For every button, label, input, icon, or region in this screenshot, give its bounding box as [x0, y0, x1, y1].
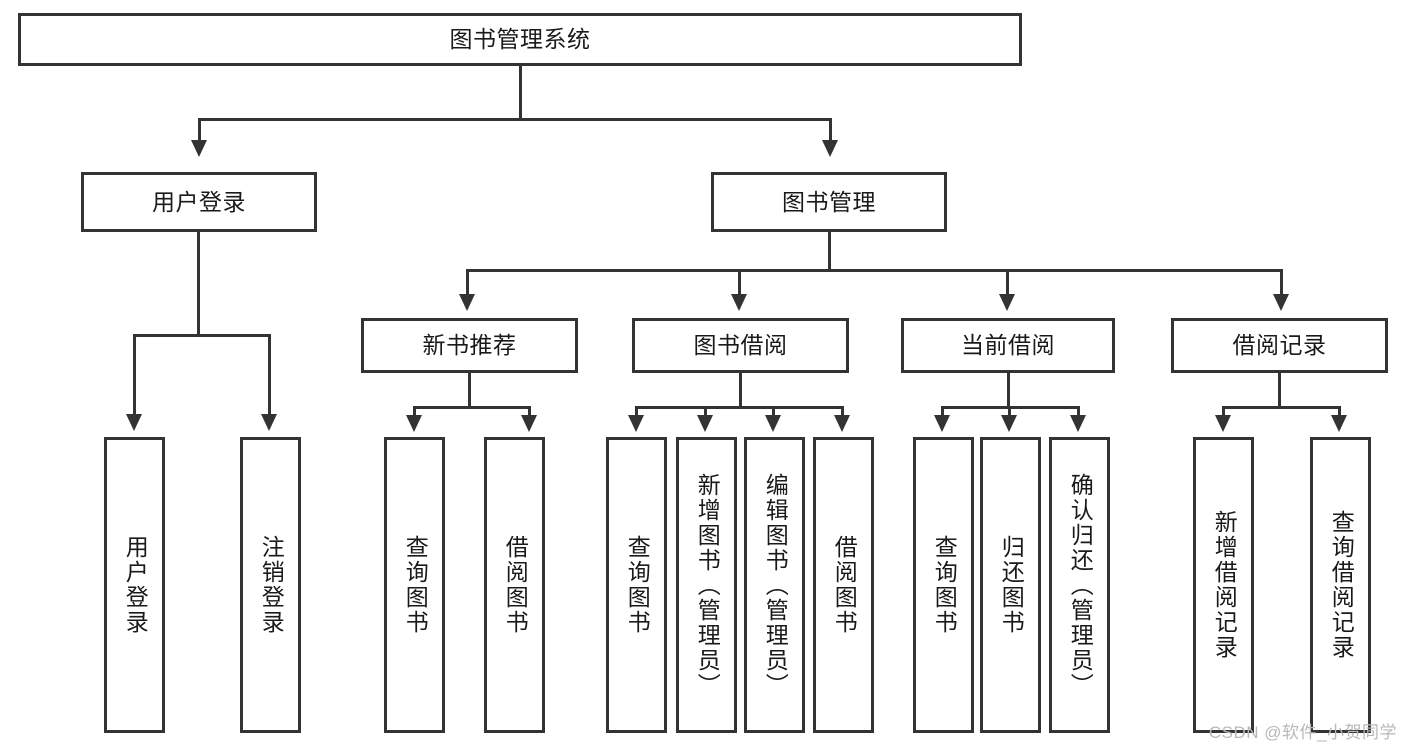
- edge-nbr-stem: [468, 373, 471, 409]
- arrow-bm-to-book-borrow: [731, 294, 747, 311]
- edge-bb-bar: [635, 406, 844, 409]
- edge-cb-stem: [1007, 373, 1010, 409]
- node-book-borrow[interactable]: 图书借阅: [632, 318, 849, 373]
- leaf-query-borrow-record[interactable]: 查询借阅记录: [1310, 437, 1371, 733]
- leaf-label: 查询图书: [624, 535, 651, 635]
- edge-bm-to-book-borrow: [738, 269, 741, 297]
- edge-br-bar: [1222, 406, 1341, 409]
- edge-nbr-bar: [413, 406, 531, 409]
- edge-user-login-stem: [197, 232, 200, 336]
- leaf-label: 新增图书（管理员）: [694, 472, 721, 698]
- arrow-br-to-leaf-2: [1331, 415, 1347, 432]
- edge-book-management-stem: [828, 232, 831, 272]
- node-label: 图书管理系统: [449, 26, 591, 53]
- arrow-user-login-to-leaf-2: [261, 414, 277, 431]
- edge-user-login-bar: [133, 334, 271, 337]
- leaf-label: 借阅图书: [831, 535, 858, 635]
- arrow-bb-to-leaf-1: [628, 415, 644, 432]
- node-label: 用户登录: [152, 188, 246, 215]
- edge-nbr-to-leaf-1: [413, 406, 416, 418]
- arrow-nbr-to-leaf-2: [521, 415, 537, 432]
- node-book-management[interactable]: 图书管理: [711, 172, 947, 232]
- edge-cb-to-leaf-2: [1008, 406, 1011, 418]
- edge-bb-to-leaf-1: [635, 406, 638, 418]
- node-new-book-recommend[interactable]: 新书推荐: [361, 318, 578, 373]
- arrow-cb-to-leaf-3: [1070, 415, 1086, 432]
- leaf-logout[interactable]: 注销登录: [240, 437, 301, 733]
- edge-br-stem: [1278, 373, 1281, 409]
- arrow-br-to-leaf-1: [1215, 415, 1231, 432]
- arrow-cb-to-leaf-1: [934, 415, 950, 432]
- edge-root-to-user-login: [198, 118, 201, 143]
- node-label: 新书推荐: [422, 332, 517, 359]
- leaf-label: 注销登录: [258, 535, 285, 635]
- edge-bb-to-leaf-3: [772, 406, 775, 418]
- arrow-user-login-to-leaf-1: [126, 414, 142, 431]
- node-label: 借阅记录: [1232, 332, 1327, 359]
- leaf-query-book-cb[interactable]: 查询图书: [913, 437, 974, 733]
- node-label: 图书管理: [782, 188, 876, 215]
- arrow-bm-to-current-borrow: [999, 294, 1015, 311]
- node-label: 图书借阅: [693, 332, 788, 359]
- edge-cb-to-leaf-1: [941, 406, 944, 418]
- leaf-label: 用户登录: [122, 535, 149, 635]
- arrow-root-to-user-login: [191, 140, 207, 157]
- edge-bb-to-leaf-2: [704, 406, 707, 418]
- node-label: 当前借阅: [961, 332, 1055, 359]
- node-current-borrow[interactable]: 当前借阅: [901, 318, 1115, 373]
- edge-bb-to-leaf-4: [841, 406, 844, 418]
- edge-bm-to-new-book: [466, 269, 469, 297]
- arrow-bb-to-leaf-4: [834, 415, 850, 432]
- leaf-label: 查询借阅记录: [1328, 510, 1355, 660]
- edge-br-to-leaf-2: [1338, 406, 1341, 418]
- arrow-bb-to-leaf-3: [765, 415, 781, 432]
- leaf-label: 借阅图书: [502, 535, 529, 635]
- arrow-root-to-book-management: [822, 140, 838, 157]
- edge-bb-stem: [739, 373, 742, 409]
- edge-user-login-to-leaf-2: [268, 334, 271, 417]
- leaf-query-book-bb[interactable]: 查询图书: [606, 437, 667, 733]
- node-borrow-record[interactable]: 借阅记录: [1171, 318, 1388, 373]
- edge-root-to-book-management: [829, 118, 832, 143]
- leaf-edit-book-admin[interactable]: 编辑图书（管理员）: [744, 437, 805, 733]
- leaf-borrow-book-nbr[interactable]: 借阅图书: [484, 437, 545, 733]
- node-root-book-management-system[interactable]: 图书管理系统: [18, 13, 1022, 66]
- leaf-borrow-book-bb[interactable]: 借阅图书: [813, 437, 874, 733]
- arrow-cb-to-leaf-2: [1001, 415, 1017, 432]
- edge-book-management-bar: [466, 269, 1283, 272]
- arrow-bb-to-leaf-2: [697, 415, 713, 432]
- leaf-user-login[interactable]: 用户登录: [104, 437, 165, 733]
- arrow-bm-to-borrow-record: [1273, 294, 1289, 311]
- leaf-return-book[interactable]: 归还图书: [980, 437, 1041, 733]
- edge-br-to-leaf-1: [1222, 406, 1225, 418]
- leaf-label: 确认归还（管理员）: [1067, 472, 1094, 698]
- edge-cb-to-leaf-3: [1077, 406, 1080, 418]
- edge-bm-to-current-borrow: [1006, 269, 1009, 297]
- leaf-label: 查询图书: [402, 535, 429, 635]
- leaf-label: 新增借阅记录: [1211, 510, 1238, 660]
- leaf-query-book-nbr[interactable]: 查询图书: [384, 437, 445, 733]
- edge-user-login-to-leaf-1: [133, 334, 136, 417]
- leaf-confirm-return-admin[interactable]: 确认归还（管理员）: [1049, 437, 1110, 733]
- arrow-bm-to-new-book: [459, 294, 475, 311]
- node-user-login[interactable]: 用户登录: [81, 172, 317, 232]
- edge-nbr-to-leaf-2: [528, 406, 531, 418]
- leaf-add-book-admin[interactable]: 新增图书（管理员）: [676, 437, 737, 733]
- edge-bm-to-borrow-record: [1280, 269, 1283, 297]
- leaf-label: 查询图书: [931, 535, 958, 635]
- edge-root-bar: [198, 118, 832, 121]
- edge-root-stem: [519, 66, 522, 118]
- leaf-label: 归还图书: [998, 535, 1025, 635]
- arrow-nbr-to-leaf-1: [406, 415, 422, 432]
- leaf-add-borrow-record[interactable]: 新增借阅记录: [1193, 437, 1254, 733]
- leaf-label: 编辑图书（管理员）: [762, 472, 789, 698]
